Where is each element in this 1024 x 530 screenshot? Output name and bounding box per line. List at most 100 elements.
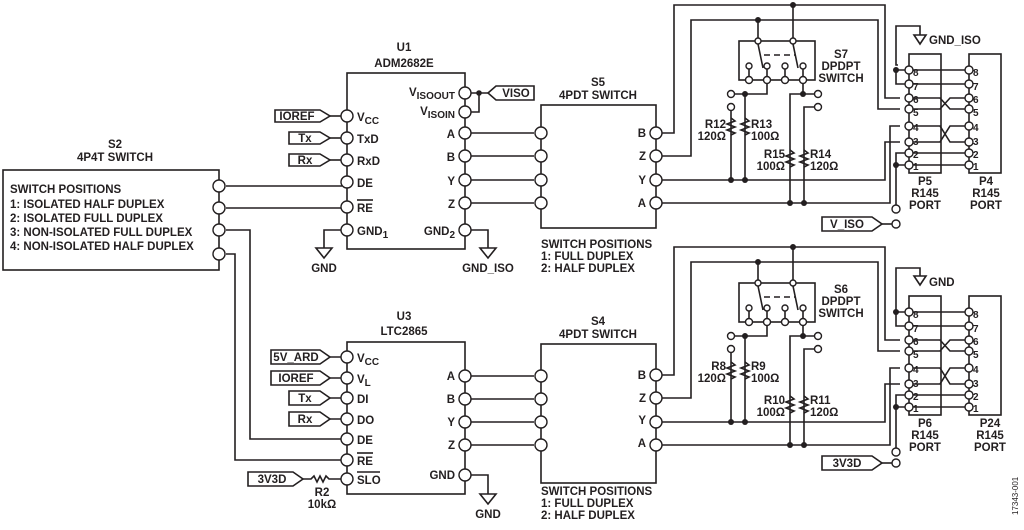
s6-type: DPDPT (822, 296, 861, 308)
svg-text:2: 2 (973, 150, 979, 161)
u1-part: ADM2682E (374, 58, 434, 70)
s7-ref: S7 (834, 49, 848, 61)
3v3d-tag (247, 471, 305, 487)
s5-pin-z: Z (639, 151, 646, 163)
p4-ref: P4 (979, 176, 994, 188)
s5-ref: S5 (591, 77, 606, 89)
svg-text:7: 7 (973, 82, 979, 93)
u1-pin-gnd1: GND1 (357, 226, 389, 241)
p6-label: PORT (909, 442, 941, 454)
u1-ref: U1 (397, 42, 412, 54)
u3-pin-de: DE (357, 435, 373, 447)
r8-ref: R8 (711, 361, 726, 373)
3v3d-port-label: 3V3D (833, 458, 862, 470)
u1-adm2682e: U1 ADM2682E IOREF Tx Rx VCC TxD RxD DE R… (274, 42, 535, 275)
svg-text:6: 6 (973, 337, 979, 348)
tx-tag-2 (288, 390, 332, 406)
r13-value: 100Ω (751, 131, 779, 143)
s2-position-2: 2: ISOLATED FULL DUPLEX (10, 213, 163, 225)
p24-ref: P24 (980, 418, 1001, 430)
s2-type: 4P4T SWITCH (77, 152, 153, 164)
r2-resistor (303, 474, 341, 484)
r11-resistor (797, 395, 811, 414)
u1-pin-a: A (447, 129, 455, 141)
s2-position-1: 1: ISOLATED HALF DUPLEX (10, 199, 165, 211)
s4-ref: S4 (591, 316, 606, 328)
ioref-label: IOREF (279, 111, 314, 123)
rx-tag-2 (288, 411, 332, 427)
r15-ref: R15 (764, 149, 786, 161)
3v3d-label: 3V3D (258, 474, 287, 486)
svg-text:8: 8 (973, 68, 979, 79)
svg-text:6: 6 (913, 95, 919, 106)
u1-pin-z: Z (448, 199, 455, 211)
s2-ref: S2 (108, 139, 122, 151)
s2-pin (212, 247, 226, 261)
r13-ref: R13 (751, 119, 772, 131)
s2-position-4: 4: NON-ISOLATED HALF DUPLEX (10, 241, 194, 253)
r12-ref: R12 (705, 119, 726, 131)
svg-text:8: 8 (973, 310, 979, 321)
svg-text:7: 7 (913, 324, 919, 335)
s2-switch: S2 4P4T SWITCH SWITCH POSITIONS 1: ISOLA… (2, 139, 342, 461)
p6-type: R145 (911, 430, 939, 442)
r2-value: 10kΩ (308, 499, 336, 511)
top-termination: S7 DPDPT SWITCH R12 120Ω R13 100Ω R15 10… (662, 2, 900, 206)
ioref-tag (274, 109, 332, 123)
u3-pin-gnd: GND (429, 470, 455, 482)
p4-type: R145 (972, 188, 1000, 200)
s5-position-1: 1: FULL DUPLEX (541, 251, 634, 263)
svg-text:8: 8 (913, 310, 919, 321)
s2-pin (212, 179, 226, 193)
svg-text:3: 3 (913, 137, 919, 148)
svg-text:4: 4 (973, 365, 979, 376)
r10-ref: R10 (764, 395, 785, 407)
p5-ref: P5 (918, 176, 933, 188)
svg-text:4: 4 (913, 365, 919, 376)
s5-positions-title: SWITCH POSITIONS (541, 239, 653, 251)
svg-text:2: 2 (913, 392, 919, 403)
u1-pin-txd: TxD (357, 134, 379, 146)
r14-value: 120Ω (810, 161, 838, 173)
r10-value: 100Ω (757, 407, 785, 419)
u1-pin-rxd: RxD (357, 156, 380, 168)
r14-resistor (797, 149, 811, 168)
r9-value: 100Ω (751, 373, 779, 385)
svg-text:6: 6 (973, 95, 979, 106)
s5-pin-b: B (638, 128, 646, 140)
svg-text:3: 3 (973, 137, 979, 148)
s2-pin (212, 223, 226, 237)
s4-switch: S4 4PDT SWITCH B Z Y A SWITCH POSITIONS … (534, 316, 663, 522)
r13-resistor (738, 117, 752, 136)
s4-position-2: 2: HALF DUPLEX (541, 510, 635, 522)
r11-value: 120Ω (810, 407, 838, 419)
r8-value: 120Ω (698, 373, 726, 385)
s2-positions-title: SWITCH POSITIONS (10, 184, 122, 196)
ioref-label-2: IOREF (278, 373, 313, 385)
r15-value: 100Ω (757, 161, 785, 173)
u1-pin-visoin: VISOIN (420, 106, 455, 121)
s5-pin-a: A (638, 198, 646, 210)
s4-pin-b: B (638, 370, 646, 382)
svg-text:5: 5 (913, 350, 919, 361)
svg-text:1: 1 (913, 404, 919, 415)
ioref-tag-2 (270, 370, 332, 386)
5v-ard-label: 5V_ARD (273, 352, 318, 364)
s2-pin (212, 201, 226, 215)
viso-label: VISO (502, 88, 530, 100)
u1-pin-de: DE (357, 178, 373, 190)
u3-pin-z: Z (448, 440, 455, 452)
tx-label: Tx (298, 133, 312, 145)
svg-text:3: 3 (913, 379, 919, 390)
s4-position-1: 1: FULL DUPLEX (541, 498, 634, 510)
v-iso-tag (821, 216, 884, 232)
u3-gnd-label: GND (475, 509, 501, 521)
u3-pin-vcc: VCC (357, 353, 379, 368)
s4-type: 4PDT SWITCH (559, 329, 637, 341)
u1-pin-y: Y (447, 176, 455, 188)
p24-label: PORT (974, 442, 1006, 454)
r9-resistor (738, 361, 752, 380)
